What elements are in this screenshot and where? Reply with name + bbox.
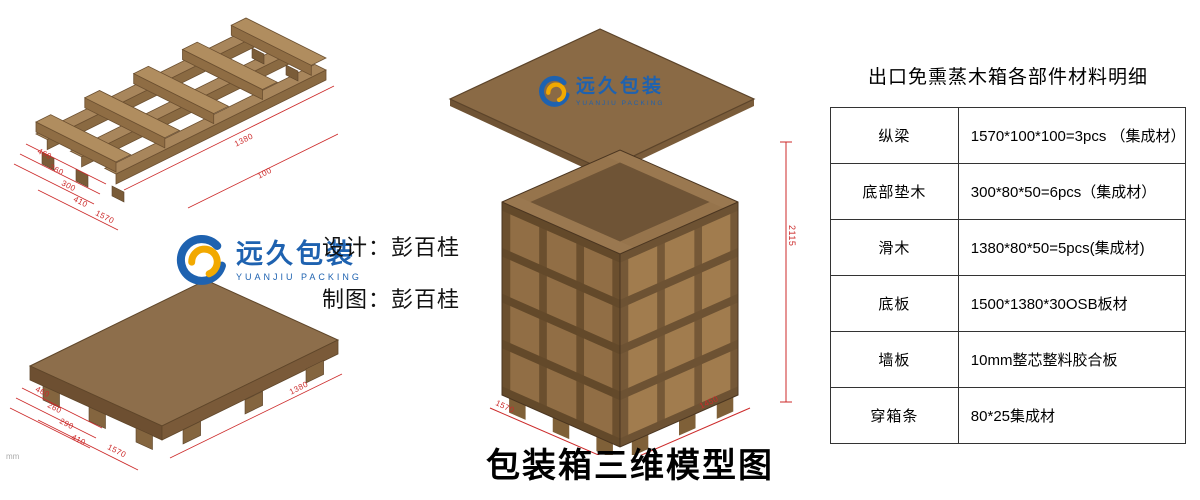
crate-lid (448, 28, 756, 177)
logo-swoosh-icon (176, 235, 226, 285)
pallet-deck-legs (42, 359, 324, 450)
table-row: 底部垫木 300*80*50=6pcs（集成材） (830, 163, 1187, 220)
pallet-deck-drawing (9, 279, 343, 471)
table-row: 墙板 10mm整芯整料胶合板 (830, 331, 1187, 388)
credits: 设计：彭百桂 制图：彭百桂 (322, 222, 460, 326)
part-name-cell: 滑木 (830, 219, 959, 276)
pallet-frame-drawing (13, 17, 338, 231)
dimension-lines (13, 85, 338, 231)
logo-subtitle: YUANJIU PACKING (236, 271, 362, 282)
logo-name: 远久包装 (576, 76, 665, 98)
part-spec-cell: 1500*1380*30OSB板材 (957, 275, 1187, 332)
materials-panel: 出口免熏蒸木箱各部件材料明细 纵梁 1570*100*100=3pcs （集成材… (830, 62, 1187, 444)
part-spec-cell: 1570*100*100=3pcs （集成材） (957, 107, 1187, 164)
materials-table-title: 出口免熏蒸木箱各部件材料明细 (867, 67, 1148, 88)
crate-right-face (620, 202, 738, 455)
part-spec-cell: 1380*80*50=5pcs(集成材) (957, 219, 1187, 276)
part-spec-cell: 80*25集成材 (957, 387, 1187, 444)
part-spec-cell: 300*80*50=6pcs（集成材） (957, 163, 1187, 220)
crate-left-face (502, 202, 620, 455)
table-row: 滑木 1380*80*50=5pcs(集成材) (830, 219, 1187, 276)
table-row: 穿箱条 80*25集成材 (830, 387, 1187, 444)
design-credit: 设计：彭百桂 (322, 235, 461, 260)
sheet-title: 包装箱三维模型图 (486, 447, 774, 485)
pallet-deck-top (28, 279, 340, 441)
pallet-frame-slats (35, 17, 327, 173)
logo-name: 远久包装 (236, 239, 356, 270)
materials-table: 纵梁 1570*100*100=3pcs （集成材） 底部垫木 300*80*5… (830, 107, 1187, 444)
dimension-lines (489, 141, 792, 455)
logo-swoosh-icon (539, 75, 570, 107)
logo-subtitle: YUANJIU PACKING (576, 99, 665, 107)
part-name-cell: 底板 (830, 275, 959, 332)
unit-note: mm (6, 452, 20, 461)
part-name-cell: 穿箱条 (830, 387, 959, 444)
company-logo: 远久包装 YUANJIU PACKING (172, 232, 362, 290)
crate-drawing (448, 28, 792, 455)
part-name-cell: 底部垫木 (830, 163, 959, 220)
lid-logo: 远久包装 YUANJIU PACKING (536, 74, 664, 110)
dim-label: 2115 (787, 225, 797, 247)
dimension-lines (9, 373, 343, 471)
table-row: 纵梁 1570*100*100=3pcs （集成材） (830, 107, 1187, 164)
table-row: 底板 1500*1380*30OSB板材 (830, 275, 1187, 332)
part-name-cell: 墙板 (830, 331, 959, 388)
draft-credit: 制图：彭百桂 (322, 287, 461, 312)
part-name-cell: 纵梁 (830, 107, 959, 164)
part-spec-cell: 10mm整芯整料胶合板 (957, 331, 1187, 388)
crate-outline (501, 149, 739, 448)
